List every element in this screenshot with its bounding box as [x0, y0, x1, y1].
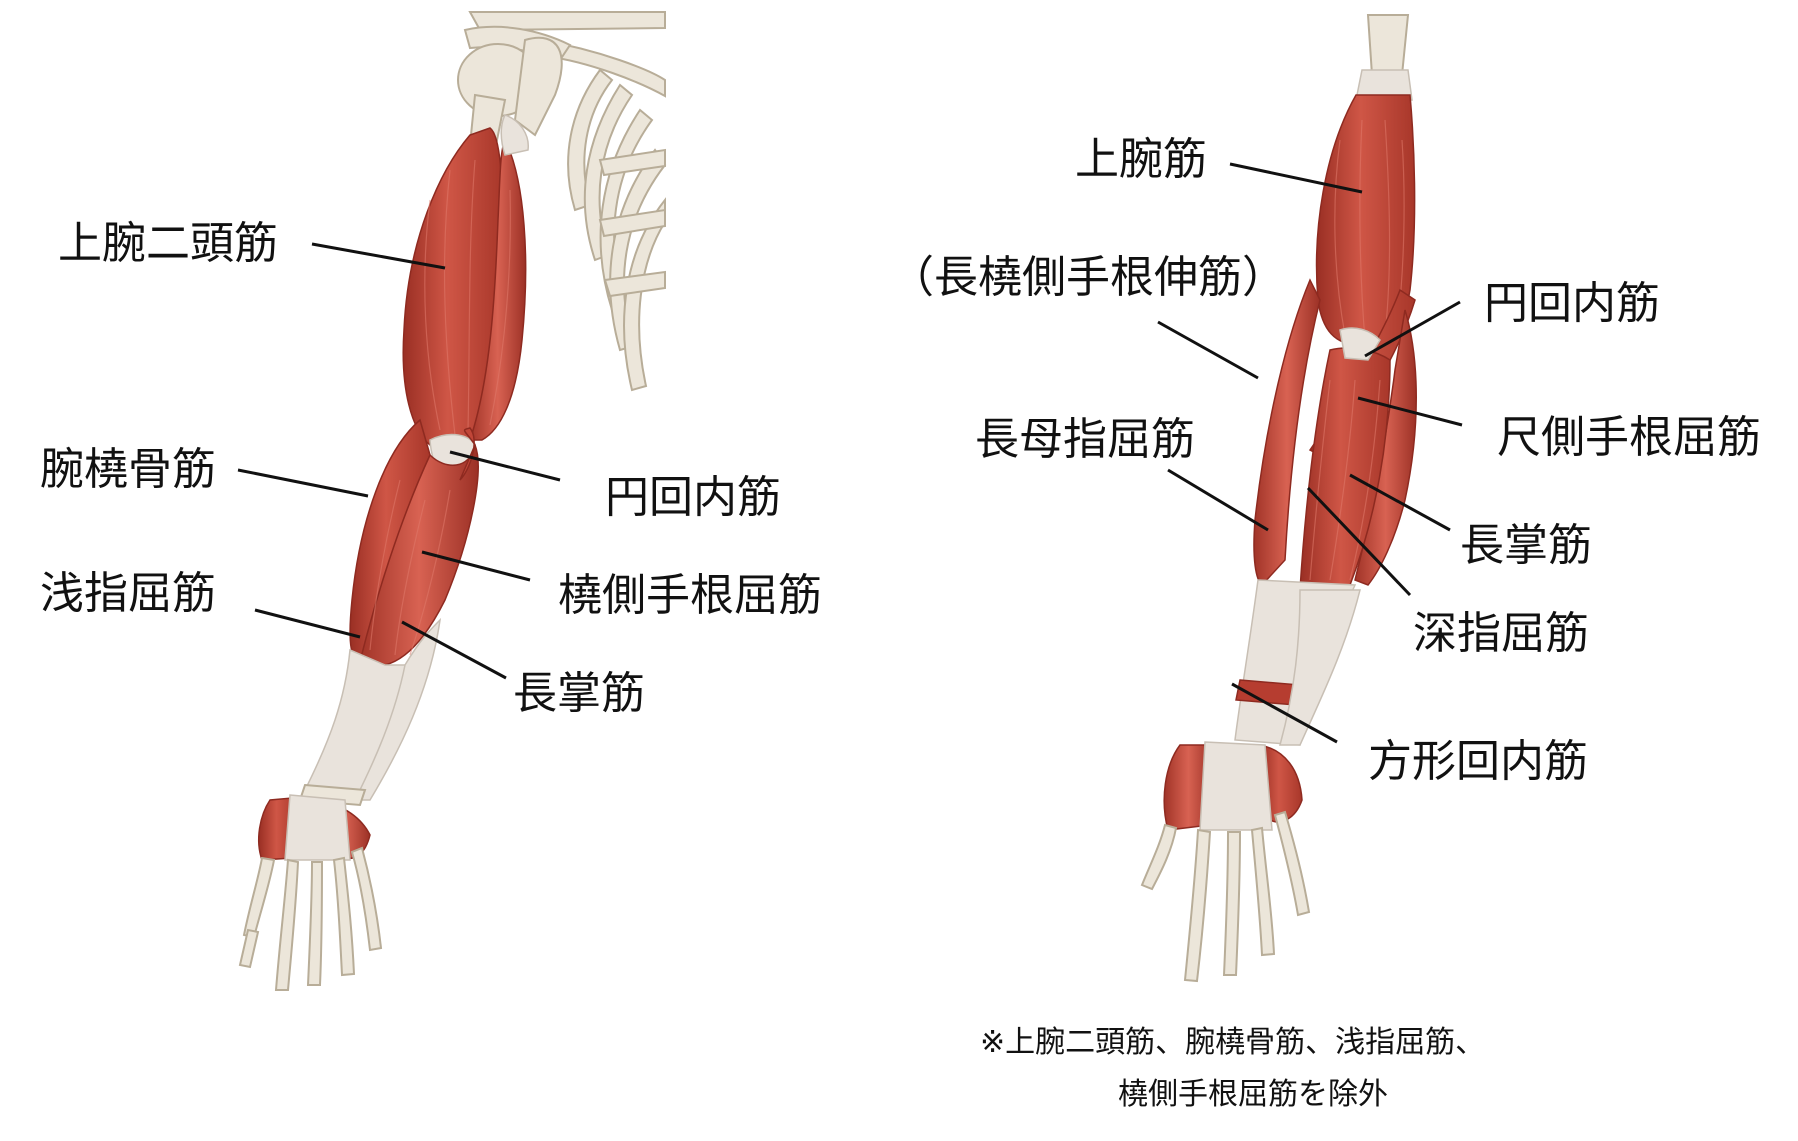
label-brachioradialis: 腕橈骨筋 — [40, 444, 216, 495]
fdp-muscle — [1299, 347, 1391, 591]
label-fdp: 深指屈筋 — [1413, 608, 1589, 659]
leader-pronator-quadratus — [1231, 682, 1338, 744]
leader-palmaris-longus-left — [401, 620, 507, 680]
ecrl-muscle — [1253, 278, 1321, 587]
left-arm-illustration — [238, 11, 667, 991]
label-palmaris-longus-right: 長掌筋 — [1460, 520, 1592, 571]
label-fcr: 橈側手根屈筋 — [558, 570, 822, 621]
leader-fpl — [1167, 468, 1269, 532]
label-fpl: 長母指屈筋 — [975, 414, 1195, 465]
rib-cage — [468, 11, 667, 392]
leader-fds — [254, 608, 361, 639]
leader-palmaris-longus-right — [1349, 473, 1451, 532]
label-pronator-teres-left: 円回内筋 — [605, 472, 781, 523]
leader-brachioradialis — [237, 468, 369, 498]
leader-pronator-teres-right — [1364, 300, 1461, 358]
label-ecrl: （長橈側手根伸筋） — [890, 252, 1286, 303]
left-labels: 上腕二頭筋 腕橈骨筋 浅指屈筋 円回内筋 橈側手根屈筋 長掌筋 — [40, 218, 822, 719]
leader-fdp — [1306, 486, 1412, 597]
right-hand — [1140, 741, 1311, 983]
scapula-process — [513, 36, 563, 137]
leader-fcr — [421, 550, 531, 582]
leader-pronator-teres-left — [449, 450, 561, 482]
leader-biceps — [311, 242, 446, 270]
leader-ecrl — [1157, 320, 1259, 380]
label-fcu: 尺側手根屈筋 — [1497, 412, 1761, 463]
label-pronator-quadratus: 方形回内筋 — [1368, 736, 1588, 787]
label-brachialis: 上腕筋 — [1075, 134, 1207, 185]
left-hand — [238, 794, 383, 991]
label-pronator-teres-right: 円回内筋 — [1484, 278, 1660, 329]
leader-fcu — [1357, 396, 1463, 427]
right-labels: 上腕筋 （長橈側手根伸筋） 円回内筋 長母指屈筋 尺側手根屈筋 長掌筋 深指屈筋… — [890, 134, 1761, 1112]
note-line-2: 橈側手根屈筋を除外 — [1118, 1077, 1388, 1112]
note-line-1: ※上腕二頭筋、腕橈骨筋、浅指屈筋、 — [980, 1025, 1485, 1060]
humerus-shaft — [1366, 14, 1410, 76]
label-biceps: 上腕二頭筋 — [58, 218, 278, 269]
label-palmaris-longus-left: 長掌筋 — [513, 668, 645, 719]
label-fds: 浅指屈筋 — [40, 568, 216, 619]
leader-brachialis — [1229, 162, 1363, 194]
